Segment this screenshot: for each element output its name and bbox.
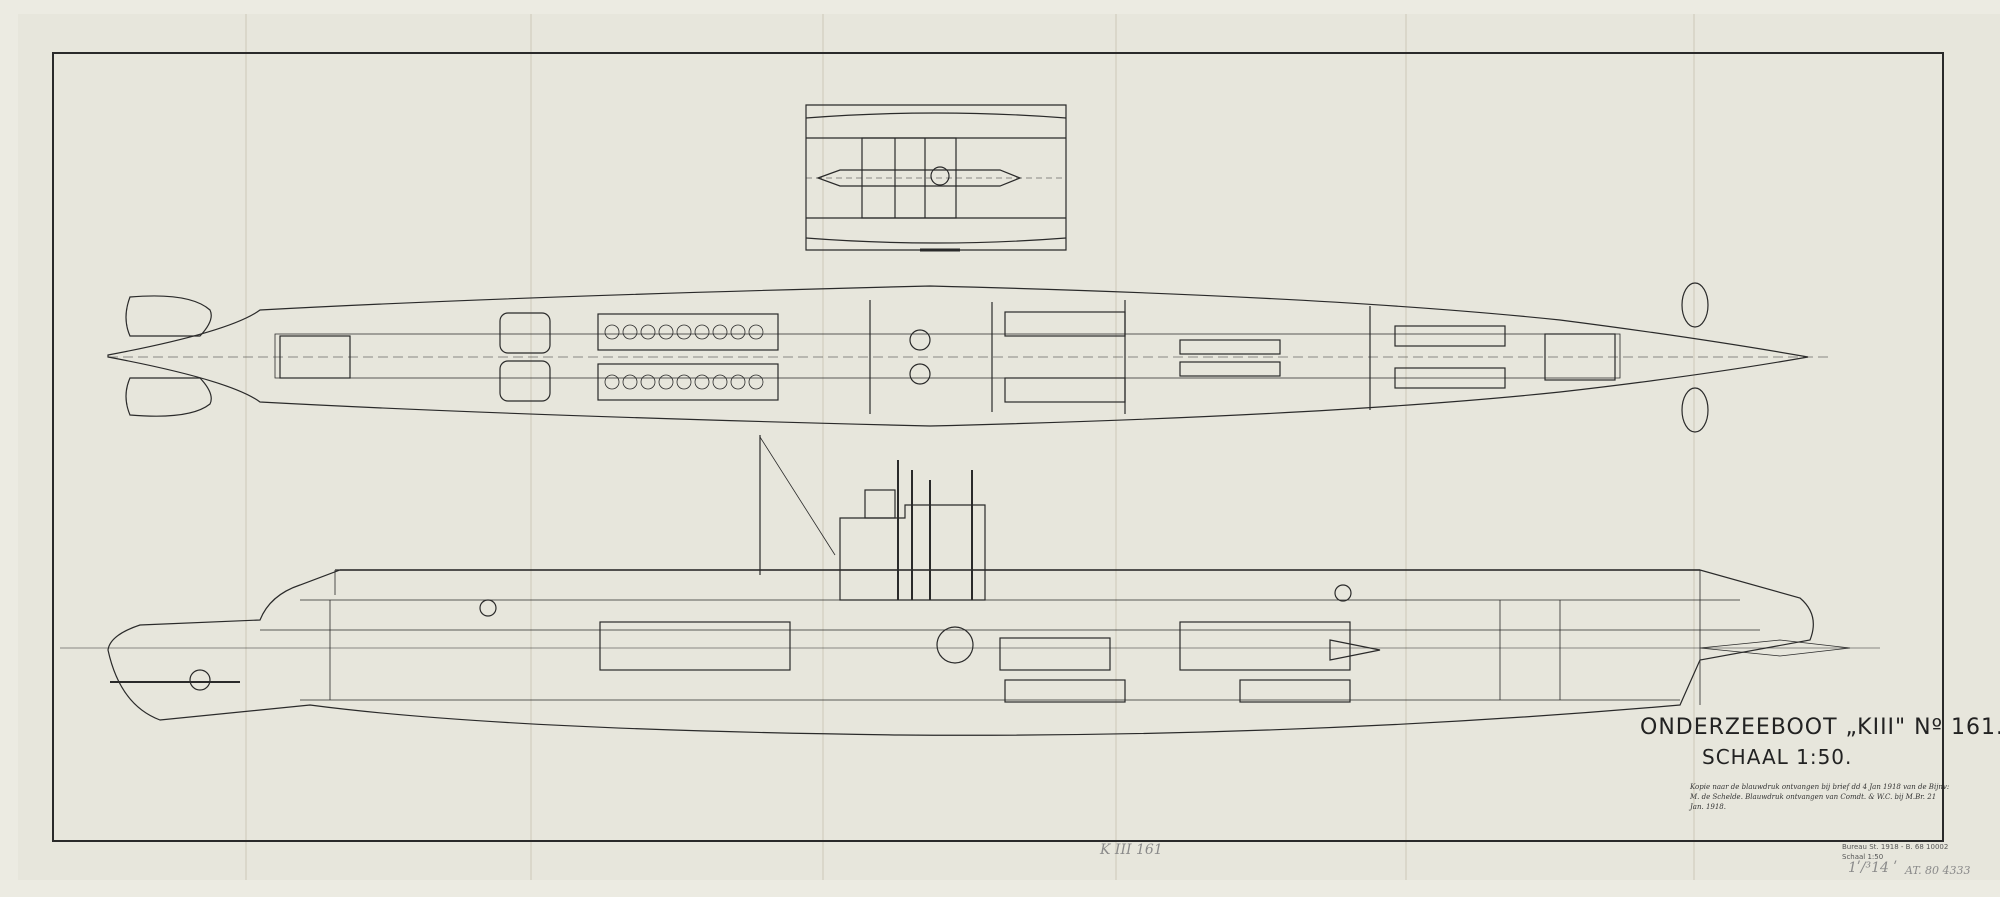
- fold-crease: [530, 14, 532, 880]
- drawing-scale: SCHAAL 1:50.: [1702, 745, 1853, 769]
- fold-crease: [822, 14, 824, 880]
- pencil-mark: 1ʹ/³14 ʹ: [1848, 860, 1898, 876]
- pencil-mark: AT. 80 4333: [1905, 864, 1971, 877]
- drawing-border: [52, 52, 1944, 842]
- section-view: [805, 104, 1067, 252]
- archive-stamp: Bureau St. 1918 - B. 68 10002: [1842, 843, 1949, 851]
- profile-view: [60, 435, 1880, 736]
- fold-crease: [1115, 14, 1117, 880]
- fold-crease: [1693, 14, 1695, 880]
- drawing-title: ONDERZEEBOOT „KIII" Nº 161.: [1640, 715, 2000, 740]
- handwritten-note: Kopie naar de blauwdruk ontvangen bij br…: [1690, 783, 1950, 811]
- fold-crease: [245, 14, 247, 880]
- plan-view: [107, 282, 1830, 433]
- archive-stamp-scale: Schaal 1:50: [1842, 853, 1884, 861]
- pencil-mark: K III 161: [1100, 842, 1163, 858]
- fold-crease: [1405, 14, 1407, 880]
